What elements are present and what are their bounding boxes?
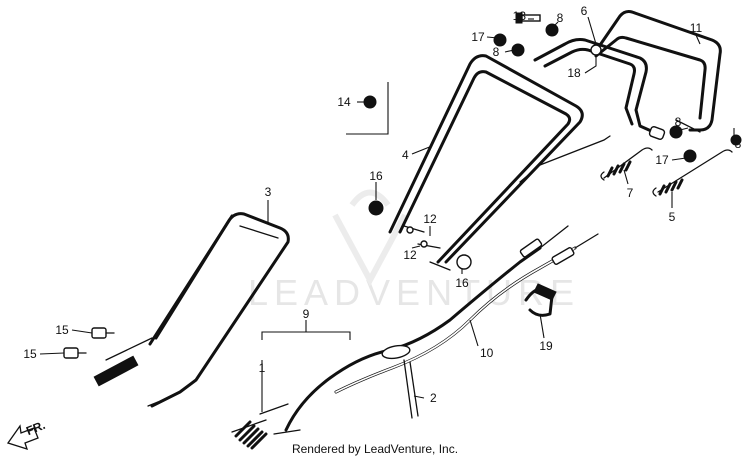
callout-17-a: 17	[471, 30, 485, 44]
callout-9: 9	[303, 307, 310, 321]
callout-8-a: 8	[557, 11, 564, 25]
callout-13: 13	[513, 9, 527, 23]
hardware-17-nut-a	[493, 33, 507, 47]
callout-1: 1	[259, 361, 266, 375]
leader-lines	[39, 16, 735, 412]
hardware-8-collar-c	[669, 125, 683, 139]
hardware-8-collar-d	[730, 134, 742, 146]
callout-14: 14	[337, 95, 351, 109]
callout-8-b: 8	[493, 45, 500, 59]
part-3-lower-handle	[93, 212, 290, 408]
callout-10: 10	[480, 346, 494, 360]
callout-19: 19	[539, 339, 553, 353]
hardware-16-nut-a	[368, 200, 384, 216]
callouts: 1 2 3 4 5 6 7 8 8 8 8 9 10 11 12 12 13 1…	[23, 4, 741, 405]
callout-2: 2	[430, 391, 437, 405]
hardware-12-bolts	[403, 225, 441, 249]
part-1-cable-spring	[231, 419, 268, 450]
hardware-18-pin	[590, 44, 602, 56]
part-10-cable-assembly	[259, 225, 599, 435]
hardware-17-nut-b	[683, 149, 697, 163]
callout-15-a: 15	[55, 323, 69, 337]
hardware-13-bolt	[515, 12, 541, 24]
watermark-logo	[332, 189, 408, 287]
callout-16-b: 16	[455, 276, 469, 290]
part-11-upper-handle-bar	[594, 10, 722, 133]
callout-12-a: 12	[423, 212, 437, 226]
watermark-text: LEADVENTURE	[248, 272, 580, 313]
callout-16-a: 16	[369, 169, 383, 183]
callout-8-d: 8	[735, 137, 742, 151]
callout-4: 4	[402, 148, 409, 162]
part-2-cable-clamp	[381, 344, 419, 419]
part-4-main-handle-frame	[388, 54, 611, 271]
hardware-16-nut-b	[456, 254, 472, 270]
render-credit: Rendered by LeadVenture, Inc.	[291, 442, 459, 456]
part-19-clip	[524, 283, 557, 317]
callout-3: 3	[265, 185, 272, 199]
callout-12-b: 12	[403, 248, 417, 262]
callout-8-c: 8	[675, 115, 682, 129]
hardware-8-collar-a	[545, 23, 559, 37]
callout-6: 6	[581, 4, 588, 18]
callout-7: 7	[627, 186, 634, 200]
part-6-lower-handle-bar	[533, 38, 666, 140]
front-direction-arrow-icon	[6, 424, 39, 451]
callout-5: 5	[669, 210, 676, 224]
bracket-group-9	[261, 331, 351, 340]
callout-18: 18	[567, 66, 581, 80]
callout-15-b: 15	[23, 347, 37, 361]
hardware-14-bolt	[363, 95, 377, 109]
callout-11: 11	[690, 21, 703, 35]
part-7-spring	[600, 147, 653, 181]
part-5-spring	[652, 149, 733, 197]
callout-17-b: 17	[655, 153, 669, 167]
